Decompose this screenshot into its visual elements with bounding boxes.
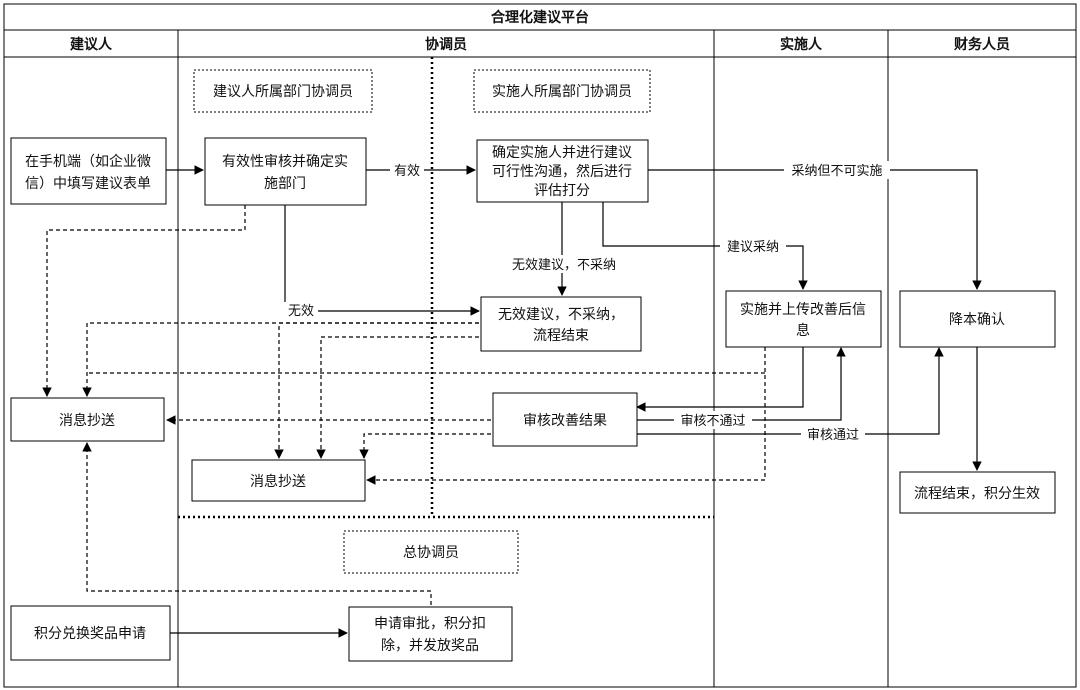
sublane-proposer-dept: 建议人所属部门协调员 (193, 69, 373, 113)
svg-text:无效建议，不采纳: 无效建议，不采纳 (512, 258, 616, 273)
svg-text:消息抄送: 消息抄送 (59, 412, 115, 429)
sublane-general: 总协调员 (343, 530, 519, 574)
svg-text:可行性沟通，然后进行: 可行性沟通，然后进行 (492, 163, 632, 180)
connectors-solid (166, 165, 982, 638)
svg-text:建议采纳: 建议采纳 (727, 240, 779, 255)
diagram-title: 合理化建议平台 (491, 9, 589, 26)
svg-text:除，并发放奖品: 除，并发放奖品 (381, 637, 479, 654)
box-notify-proposer: 消息抄送 (10, 397, 165, 442)
svg-text:评估打分: 评估打分 (534, 182, 590, 199)
box-approve-reward: 申请审批，积分扣 除，并发放奖品 (348, 606, 513, 662)
svg-text:确定实施人并进行建议: 确定实施人并进行建议 (492, 145, 632, 161)
edge-label-valid: 有效 (390, 161, 424, 179)
svg-text:息: 息 (796, 322, 810, 339)
sublane-implementer-dept: 实施人所属部门协调员 (473, 69, 651, 113)
svg-text:申请审批，积分扣: 申请审批，积分扣 (374, 616, 486, 632)
lane-header-finance: 财务人员 (953, 36, 1010, 53)
svg-text:总协调员: 总协调员 (403, 545, 459, 561)
box-invalid-end: 无效建议，不采纳， 流程结束 (480, 296, 642, 352)
box-review-result: 审核改善结果 (492, 392, 638, 447)
svg-text:有效性审核并确定实: 有效性审核并确定实 (222, 154, 348, 170)
box-validity-review: 有效性审核并确定实 施部门 (204, 137, 367, 206)
svg-text:信）中填写建议表单: 信）中填写建议表单 (25, 176, 151, 192)
box-reduce-confirm: 降本确认 (899, 290, 1056, 348)
svg-text:无效建议，不采纳，: 无效建议，不采纳， (498, 307, 624, 323)
box-notify-coordinator: 消息抄送 (191, 459, 366, 502)
box-implement: 实施并上传改善后信 息 (725, 290, 882, 348)
svg-text:施部门: 施部门 (264, 176, 306, 192)
box-fill-form: 在手机端（如企业微 信）中填写建议表单 (10, 137, 167, 205)
svg-text:审核改善结果: 审核改善结果 (523, 413, 607, 429)
svg-text:审核不通过: 审核不通过 (680, 414, 745, 429)
svg-text:实施人所属部门协调员: 实施人所属部门协调员 (492, 84, 632, 100)
sublane-separators (178, 57, 714, 519)
svg-text:审核通过: 审核通过 (807, 428, 859, 443)
lane-header-proposer: 建议人 (70, 36, 113, 53)
connectors-dashed (42, 205, 766, 605)
edge-label-adopted-not-impl: 采纳但不可实施 (784, 161, 890, 179)
edge-label-invalid: 无效 (284, 302, 318, 320)
svg-text:采纳但不可实施: 采纳但不可实施 (791, 164, 882, 179)
edge-label-review-fail: 审核不通过 (674, 411, 752, 429)
svg-text:无效: 无效 (288, 304, 314, 319)
svg-text:消息抄送: 消息抄送 (250, 473, 306, 490)
svg-text:在手机端（如企业微: 在手机端（如企业微 (25, 153, 151, 170)
box-process-end-points: 流程结束，积分生效 (899, 471, 1056, 514)
svg-text:实施并上传改善后信: 实施并上传改善后信 (740, 302, 866, 318)
box-assess: 确定实施人并进行建议 可行性沟通，然后进行 评估打分 (476, 139, 649, 203)
box-redeem-request: 积分兑换奖品申请 (10, 605, 171, 661)
svg-text:流程结束，积分生效: 流程结束，积分生效 (914, 486, 1040, 502)
lane-header-implementer: 实施人 (780, 36, 823, 53)
svg-text:流程结束: 流程结束 (533, 328, 589, 344)
svg-text:积分兑换奖品申请: 积分兑换奖品申请 (34, 625, 146, 642)
svg-text:有效: 有效 (394, 164, 420, 179)
lane-frame (3, 3, 1077, 688)
lane-header-coordinator: 协调员 (425, 36, 467, 53)
svg-text:建议人所属部门协调员: 建议人所属部门协调员 (213, 84, 353, 100)
svg-text:降本确认: 降本确认 (949, 312, 1005, 328)
edge-label-adopted: 建议采纳 (720, 237, 786, 255)
edge-label-review-pass: 审核通过 (801, 425, 865, 443)
edge-label-not-adopted: 无效建议，不采纳 (502, 255, 626, 273)
